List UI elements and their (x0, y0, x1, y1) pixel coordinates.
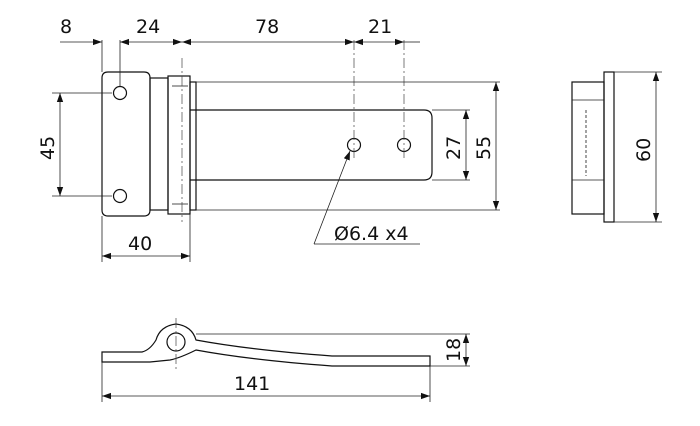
profile-outline (101, 323, 431, 367)
hole-note-label: Ø6.4 x4 (334, 223, 409, 245)
dim-55-label: 55 (473, 136, 495, 160)
side-leaf (603, 71, 615, 223)
strap-body (189, 81, 197, 211)
dim-40-label: 40 (128, 233, 152, 255)
strap-arm (190, 109, 433, 181)
profile-view: 141 18 (101, 318, 470, 402)
dim-45-label: 45 (37, 136, 59, 160)
dim-141-label: 141 (234, 373, 270, 395)
side-view: 60 (571, 71, 662, 223)
dim-78-label: 78 (255, 16, 279, 38)
dim-27-label: 27 (443, 136, 465, 160)
dim-21-label: 21 (368, 16, 392, 38)
dim-8-label: 8 (60, 16, 72, 38)
dim-24-label: 24 (136, 16, 160, 38)
front-view (101, 40, 433, 222)
knuckle-block (149, 77, 169, 211)
right-dimensions: 27 55 (196, 81, 500, 211)
leaf-plate (101, 71, 151, 217)
side-body (571, 81, 605, 215)
hole-top-left (112, 85, 128, 101)
left-dimension-45: 45 (37, 92, 112, 197)
top-dimension-chain: 8 24 78 21 (60, 16, 420, 86)
hinge-pin (167, 75, 191, 215)
dim-18-label: 18 (443, 338, 465, 362)
hole-bottom-left (112, 188, 128, 204)
dim-60-label: 60 (633, 138, 655, 162)
bottom-dimension-40: 40 (101, 214, 191, 262)
hole-callout: Ø6.4 x4 (313, 150, 420, 245)
